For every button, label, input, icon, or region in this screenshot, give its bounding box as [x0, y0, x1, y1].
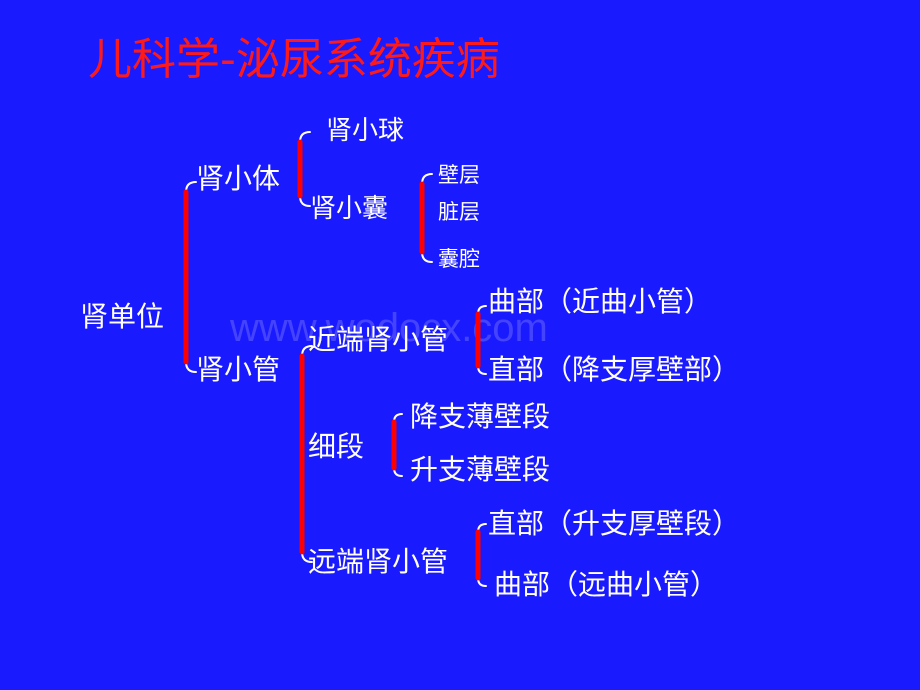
watermark: www.wodocx.com — [230, 306, 548, 350]
node-proximal-curved: 曲部（近曲小管） — [488, 285, 713, 318]
node-glomerulus: 肾小球 — [326, 116, 405, 146]
node-distal-tubule: 远端肾小管 — [308, 545, 449, 578]
node-proximal-tubule: 近端肾小管 — [308, 323, 449, 356]
slide-title: 儿科学-泌尿系统疾病 — [88, 34, 500, 85]
node-capsule: 肾小囊 — [310, 194, 389, 224]
node-distal-straight: 直部（升支厚壁段） — [488, 507, 741, 540]
node-root: 肾单位 — [80, 300, 165, 333]
node-parietal-layer: 壁层 — [438, 163, 480, 187]
node-thin-segment: 细段 — [308, 430, 365, 463]
node-renal-tubule: 肾小管 — [196, 353, 281, 386]
node-distal-curved: 曲部（远曲小管） — [494, 568, 719, 601]
node-thin-descending: 降支薄壁段 — [410, 400, 551, 433]
node-thin-ascending: 升支薄壁段 — [410, 453, 551, 486]
node-proximal-straight: 直部（降支厚壁部） — [488, 353, 741, 386]
node-visceral-layer: 脏层 — [438, 200, 480, 224]
node-capsular-cavity: 囊腔 — [438, 247, 480, 271]
node-renal-corpuscle: 肾小体 — [196, 162, 281, 195]
